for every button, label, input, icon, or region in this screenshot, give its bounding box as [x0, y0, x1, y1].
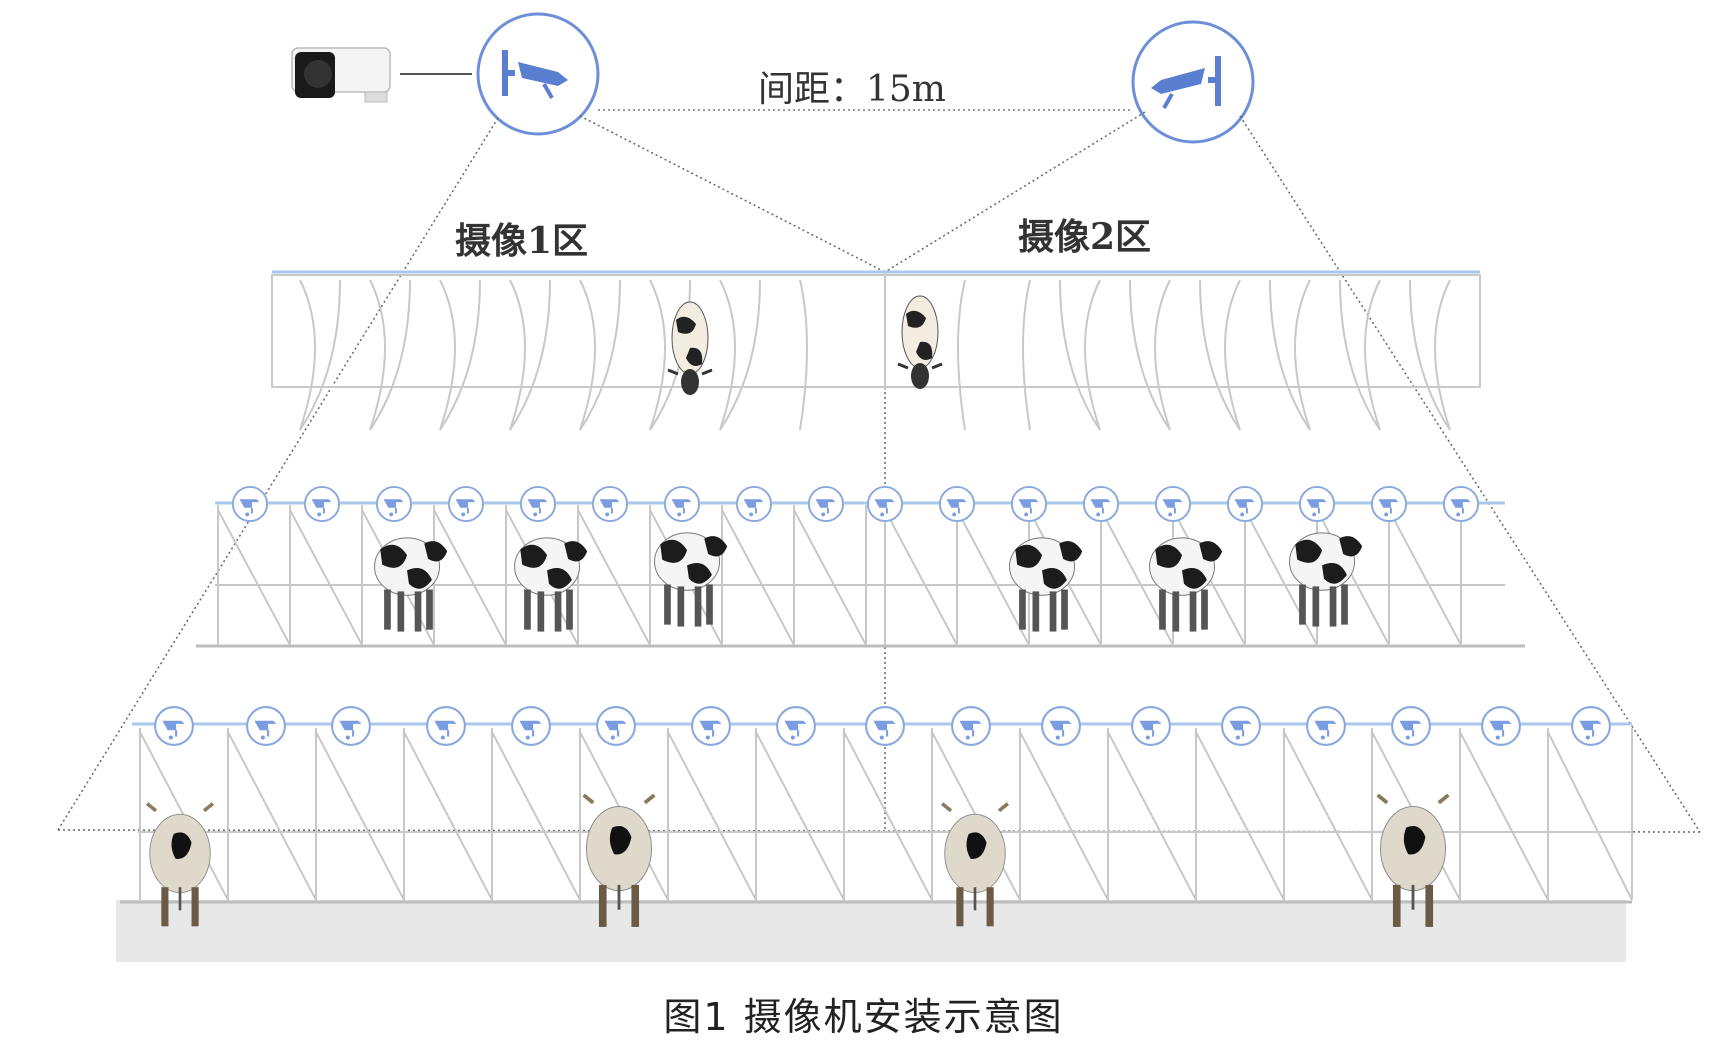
middle-tier-stalls	[196, 501, 1525, 648]
camera-zone-1-label: 摄像1区	[455, 220, 589, 262]
middle-tier-cows	[374, 532, 1363, 633]
figure-caption: 图1 摄像机安装示意图	[663, 995, 1064, 1039]
camera-1-icon	[476, 12, 600, 136]
camera-spacing-label: 间距：15m	[758, 69, 946, 110]
top-tier-stalls	[271, 270, 1481, 431]
camera-2-icon	[1131, 20, 1255, 144]
bullet-camera-icon	[291, 47, 472, 103]
camera-zone-2-label: 摄像2区	[1018, 216, 1152, 258]
floor	[116, 900, 1626, 962]
bottom-tier-cameras	[154, 706, 1611, 746]
cow-top-view	[896, 294, 944, 391]
